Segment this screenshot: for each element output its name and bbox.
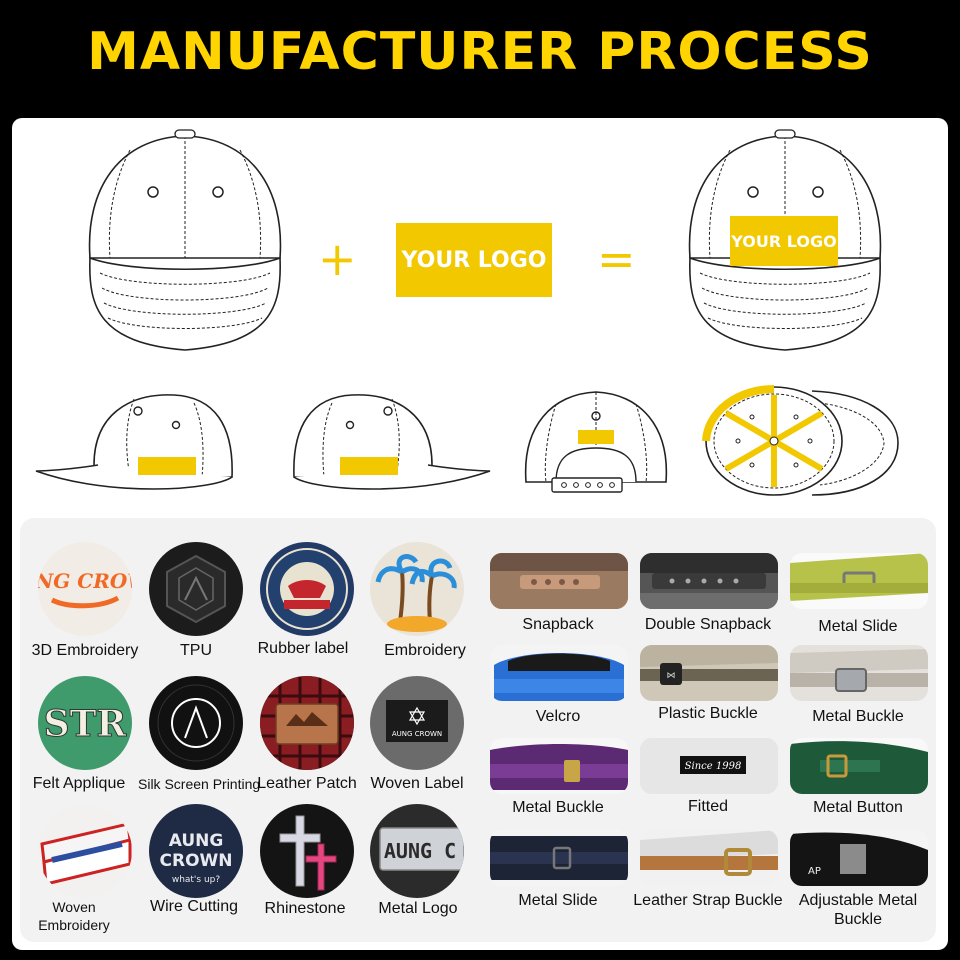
method-3d-embroidery-image: AUNG CROWN — [38, 542, 132, 636]
page-title: MANUFACTURER PROCESS — [87, 22, 873, 82]
closure-label-snapback: Snapback — [522, 616, 594, 633]
cap-logo-placement: YOUR LOGO — [730, 216, 838, 266]
method-label-woven-embroidery: Woven Embroidery — [38, 899, 110, 933]
method-label-embroidery: Embroidery — [384, 642, 466, 659]
closure-label-leather-strap-buckle: Leather Strap Buckle — [633, 892, 783, 909]
svg-text:what's up?: what's up? — [172, 875, 221, 885]
svg-text:⋈: ⋈ — [667, 671, 676, 681]
blank-cap-front-illustration — [88, 129, 282, 351]
method-leather-patch-image — [260, 676, 354, 770]
your-logo-box: YOUR LOGO — [396, 223, 552, 297]
closure-label-adjustable-metal-buckle: Adjustable Metal Buckle — [798, 892, 918, 928]
3d-embroidery-art-text: AUNG CROWN — [38, 569, 132, 593]
closure-label-metal-buckle-2: Metal Buckle — [512, 799, 604, 816]
method-woven-embroidery-image — [38, 804, 132, 898]
closure-metal-slide-image — [790, 553, 928, 609]
method-label-leather-patch: Leather Patch — [257, 775, 357, 792]
method-tpu-image — [149, 542, 243, 636]
closure-label-metal-slide: Metal Slide — [818, 618, 898, 635]
closure-plastic-buckle-image: ⋈ — [640, 645, 778, 701]
method-embroidery-image — [370, 542, 464, 636]
woven-label-art-text: AUNG CROWN — [392, 730, 442, 738]
method-label-felt-applique: Felt Applique — [32, 775, 126, 792]
method-woven-label-image: AUNG CROWN — [370, 676, 464, 770]
closure-label-velcro: Velcro — [535, 708, 581, 725]
method-label-3d-embroidery: 3D Embroidery — [31, 642, 139, 659]
svg-text:CROWN: CROWN — [160, 851, 233, 871]
method-felt-applique-image: STR — [38, 676, 132, 770]
method-label-rubber-label: Rubber label — [257, 640, 349, 657]
closure-label-plastic-buckle: Plastic Buckle — [658, 705, 758, 722]
cap-left-side-illustration — [35, 394, 233, 490]
method-label-wire-cutting: Wire Cutting — [149, 898, 239, 915]
closure-metal-slide-2-image — [490, 830, 628, 886]
method-rhinestone-image — [260, 804, 354, 898]
closure-metal-buckle-2-image — [490, 738, 628, 794]
closure-snapback-image — [490, 553, 628, 609]
method-label-rhinestone: Rhinestone — [264, 900, 346, 917]
closure-adjustable-metal-buckle-image: AP — [790, 830, 928, 886]
closure-label-metal-buckle-1: Metal Buckle — [812, 708, 904, 725]
method-label-tpu: TPU — [180, 642, 212, 659]
closure-double-snapback-image — [640, 553, 778, 609]
fitted-label-text: Since 1998 — [685, 761, 742, 772]
closure-label-metal-slide-2: Metal Slide — [518, 892, 598, 909]
closure-label-metal-button: Metal Button — [813, 799, 903, 816]
adjustable-buckle-art-text: AP — [808, 866, 821, 877]
svg-text:AUNG: AUNG — [169, 831, 224, 851]
cap-back-illustration — [524, 391, 668, 493]
closure-fitted-image: Since 1998 — [640, 738, 778, 794]
closure-label-double-snapback: Double Snapback — [644, 616, 772, 633]
closure-leather-strap-buckle-image — [640, 830, 778, 886]
method-label-woven-label: Woven Label — [370, 775, 464, 792]
equals-sign: = — [597, 232, 636, 286]
closure-label-fitted: Fitted — [687, 798, 728, 815]
method-label-metal-logo: Metal Logo — [378, 900, 458, 917]
method-metal-logo-image: AUNG C — [370, 804, 464, 898]
method-rubber-label-image — [260, 542, 354, 636]
method-silk-screen-printing-image — [149, 676, 243, 770]
felt-applique-art-text: STR — [44, 703, 128, 745]
metal-logo-art-text: AUNG C — [384, 839, 456, 863]
cap-right-side-illustration — [293, 394, 491, 490]
closure-metal-button-image — [790, 738, 928, 794]
method-label-silk-screen-printing: Silk Screen Printing — [138, 776, 261, 792]
cap-inside-illustration — [702, 385, 899, 496]
plus-sign: + — [318, 232, 357, 286]
closure-metal-buckle-image — [790, 645, 928, 701]
closure-velcro-image — [490, 645, 628, 701]
